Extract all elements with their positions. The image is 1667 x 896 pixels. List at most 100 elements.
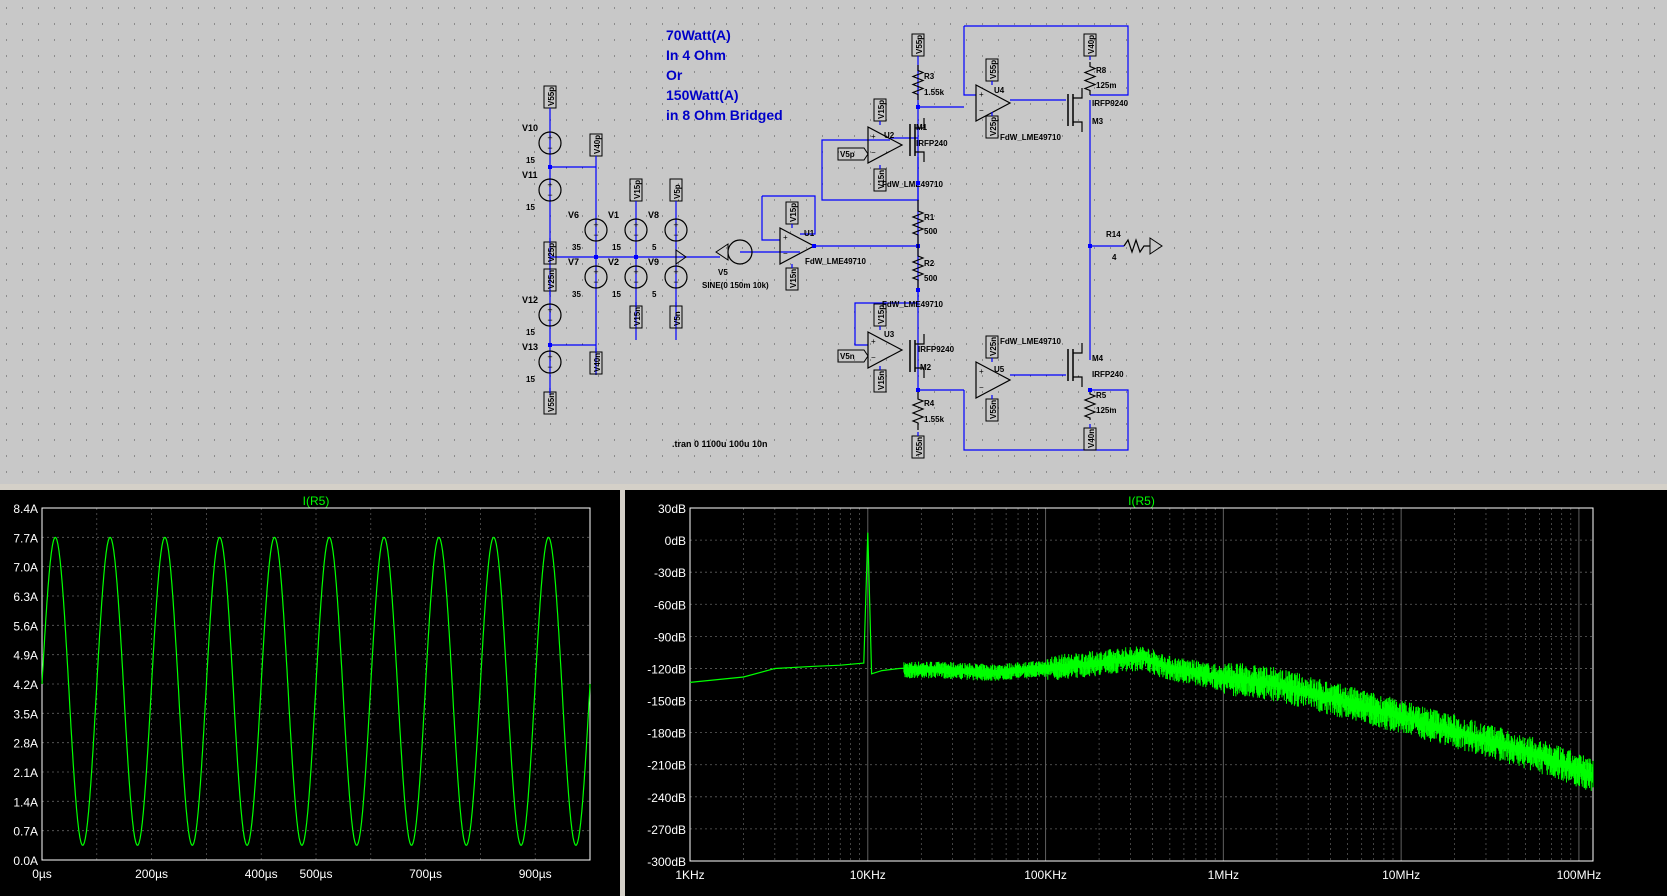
- value-label: 5: [652, 290, 657, 299]
- mosfet[interactable]: [1067, 88, 1083, 132]
- x-tick-label: 500µs: [300, 867, 333, 881]
- source-symbol: [664, 218, 688, 242]
- model-label: IRFP240: [916, 139, 948, 148]
- voltage-source[interactable]: +−V12 15: [522, 295, 562, 337]
- sine-source-symbol[interactable]: [727, 239, 753, 265]
- opamp-symbol[interactable]: [975, 361, 1012, 399]
- plus-sign: +: [547, 305, 552, 315]
- input-minus: −: [979, 383, 984, 392]
- resistor[interactable]: [1083, 62, 1097, 95]
- resistor-body: [911, 392, 925, 430]
- voltage-source[interactable]: +−V95: [648, 257, 688, 299]
- junction: [916, 105, 920, 109]
- net-flag: V55p: [543, 85, 557, 112]
- net-label: V25n: [547, 270, 556, 289]
- net-flag: V55n: [985, 395, 999, 422]
- y-tick-label: -60dB: [654, 598, 686, 612]
- model-label: FdW_LME49710: [882, 180, 943, 189]
- ref-label: R1: [924, 213, 935, 222]
- load-resistor[interactable]: [1123, 238, 1150, 254]
- y-tick-label: 5.6A: [13, 619, 38, 633]
- y-tick-label: -270dB: [647, 823, 686, 837]
- net-flag: V40n: [589, 348, 603, 375]
- x-tick-label: 10KHz: [850, 868, 886, 882]
- net-flag-box: [873, 98, 887, 122]
- y-tick-label: 0dB: [665, 534, 686, 548]
- ref-label: U4: [994, 86, 1005, 95]
- net-flag: V25n: [985, 335, 999, 362]
- value-label: 15: [612, 290, 621, 299]
- ref-label: U5: [994, 365, 1005, 374]
- value-label: 1.55k: [924, 415, 945, 424]
- x-tick-label: 400µs: [245, 867, 278, 881]
- y-tick-label: -30dB: [654, 566, 686, 580]
- net-label: V55n: [989, 400, 998, 419]
- resistor[interactable]: [911, 65, 925, 100]
- net-label: V15p: [789, 203, 798, 222]
- ref-label: V11: [522, 170, 538, 180]
- y-tick-label: -210dB: [647, 759, 686, 773]
- resistor[interactable]: [911, 200, 925, 246]
- resistor[interactable]: [911, 392, 925, 430]
- ref-label: R4: [924, 399, 935, 408]
- y-tick-label: 0.7A: [13, 825, 38, 839]
- net-flag-box: [985, 335, 999, 359]
- net-flag-box: [837, 349, 869, 363]
- minus-sign: −: [593, 230, 598, 240]
- resistor[interactable]: [911, 246, 925, 290]
- net-flag-box: [629, 178, 643, 202]
- value-label: 35: [572, 290, 581, 299]
- resistor-body: [911, 200, 925, 246]
- input-plus: +: [783, 233, 788, 242]
- ground-arrow: [675, 249, 687, 265]
- net-flag-box: [543, 241, 557, 265]
- net-flag-box: [985, 115, 999, 139]
- note-text: 70Watt(A): [666, 27, 731, 43]
- opamp-symbol[interactable]: [779, 227, 816, 265]
- voltage-source[interactable]: +−V85: [648, 210, 688, 252]
- value-label: 35: [572, 243, 581, 252]
- minus-sign: −: [547, 315, 552, 325]
- transient-plot[interactable]: I(R5)8.4A7.7A7.0A6.3A5.6A4.9A4.2A3.5A2.8…: [0, 490, 620, 896]
- net-label: V15n: [789, 269, 798, 288]
- value-label: 15: [526, 328, 535, 337]
- junction: [812, 244, 816, 248]
- ref-label: M4: [1092, 354, 1104, 363]
- model-label: FdW_LME49710: [882, 300, 943, 309]
- resistor[interactable]: [1083, 392, 1097, 420]
- ref-label: V12: [522, 295, 538, 305]
- opamp-symbol[interactable]: [867, 331, 904, 369]
- wire: [964, 25, 1129, 96]
- opamp-symbol[interactable]: [975, 84, 1012, 122]
- value-label: 4: [1112, 253, 1117, 262]
- junction: [1088, 388, 1092, 392]
- net-flag-box: [589, 351, 603, 375]
- mosfet[interactable]: [1067, 343, 1083, 387]
- net-label: V15p: [633, 180, 642, 199]
- net-flag-box: [985, 58, 999, 82]
- ref-label: U1: [804, 229, 815, 238]
- minus-sign: −: [673, 230, 678, 240]
- ref-label: R8: [1096, 66, 1107, 75]
- wire: [761, 196, 780, 241]
- mosfet[interactable]: [909, 118, 925, 162]
- net-flag-box: [1083, 427, 1097, 451]
- opamp-symbol[interactable]: [867, 126, 904, 164]
- trace-i-r5-noise: [903, 646, 1594, 791]
- mosfet[interactable]: [909, 334, 925, 378]
- net-flag: V55p: [911, 33, 925, 60]
- source-value: SINE(0 150m 10k): [702, 281, 769, 290]
- net-flag: V15n: [873, 165, 887, 192]
- fft-plot[interactable]: I(R5)30dB0dB-30dB-60dB-90dB-120dB-150dB-…: [625, 490, 1667, 896]
